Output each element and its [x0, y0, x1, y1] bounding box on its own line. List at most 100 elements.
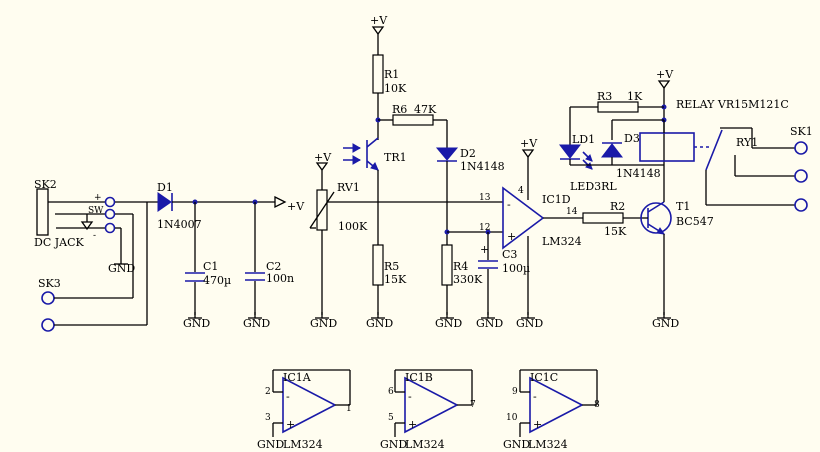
- resistor-r6: R6 47K: [378, 103, 448, 148]
- ld1-ref: LD1: [572, 133, 595, 146]
- d3-ref: D3: [624, 132, 640, 145]
- tr1-ref: TR1: [384, 151, 407, 164]
- rv1-value: 100K: [338, 220, 368, 233]
- gnd-label-t1: GND: [652, 317, 679, 330]
- ic1c-plus: +: [533, 418, 542, 431]
- d2-value: 1N4148: [460, 160, 505, 173]
- c3-plus: +: [480, 243, 489, 256]
- t1-value: BC547: [676, 215, 714, 228]
- ic1a-plus: +: [286, 418, 295, 431]
- capacitor-c1: C1 470µ GND: [183, 199, 231, 330]
- d1-ref: D1: [157, 181, 173, 194]
- gnd-label-ic1d: GND: [516, 317, 543, 330]
- ic1b-ref: IC1B: [405, 371, 433, 384]
- c1-ref: C1: [203, 260, 218, 273]
- r3-value: 1K: [627, 90, 643, 103]
- r3-ref: R3: [597, 90, 612, 103]
- ic1a-ref: IC1A: [283, 371, 312, 384]
- ic1c-gnd: GND: [503, 438, 530, 451]
- jack-minus-label: -: [93, 231, 96, 241]
- vcc-label-rv1: +V: [314, 151, 332, 164]
- c2-value: 100n: [266, 272, 294, 285]
- r4-ref: R4: [453, 260, 468, 273]
- d3-value: 1N4148: [616, 167, 661, 180]
- r4-value: 330K: [453, 273, 483, 286]
- opamp-ic1b: - + 6 5 7 IC1B GND LM324: [380, 369, 476, 451]
- relay-label: RELAY VR15M121C: [676, 98, 789, 111]
- led-indicator: +V R3 1K LD1 LED3RL D3 1N4148: [558, 68, 674, 193]
- sw-label: SW: [88, 206, 104, 216]
- ic1b-pin5: 5: [388, 413, 394, 423]
- relay-ry1: RELAY VR15M121C RY1: [639, 98, 795, 206]
- vcc-label-ic1d: +V: [520, 137, 538, 150]
- dc-jack-label: DC JACK: [34, 236, 85, 249]
- vcc-label-relay: +V: [656, 68, 674, 81]
- capacitor-c2: C2 100n GND: [243, 199, 294, 330]
- transistor-t1: T1 BC547 GND: [640, 165, 714, 330]
- connector-sk3: SK3: [38, 202, 148, 332]
- ic1c-pin9: 9: [512, 387, 518, 397]
- ic1c-pin10: 10: [506, 413, 518, 423]
- t1-ref: T1: [676, 200, 690, 213]
- gnd-label-jack: GND: [108, 262, 135, 275]
- gnd-label-c3: GND: [476, 317, 503, 330]
- ic1c-part: LM324: [528, 438, 568, 451]
- r6-value: 47K: [414, 103, 437, 116]
- r5-value: 15K: [384, 273, 407, 286]
- dc-jack-sk2: SK2 DC JACK SW + - GND: [34, 178, 135, 298]
- ic1d-pin13: 13: [479, 193, 491, 203]
- opamp-ic1a: - + 2 3 1 IC1A GND LM324: [257, 369, 352, 451]
- resistor-r4: R4 330K GND: [435, 229, 503, 330]
- jack-plus-label: +: [94, 193, 102, 203]
- resistor-r2: R2 15K: [582, 200, 643, 238]
- r1-value: 10K: [384, 82, 407, 95]
- sk2-label: SK2: [34, 178, 57, 191]
- ic1d-minus: -: [507, 198, 511, 211]
- gnd-label-r5: GND: [366, 317, 393, 330]
- sk3-label: SK3: [38, 277, 61, 290]
- vcc-label-rail: +V: [287, 200, 305, 213]
- gnd-label-c2: GND: [243, 317, 270, 330]
- ic1c-minus: -: [533, 390, 537, 403]
- capacitor-c3: + C3 100µ GND: [476, 229, 530, 330]
- r2-value: 15K: [604, 225, 627, 238]
- c3-value: 100µ: [502, 262, 530, 275]
- diode-d1: D1 1N4007 +V: [115, 181, 305, 231]
- r1-ref: R1: [384, 68, 399, 81]
- d1-value: 1N4007: [157, 218, 202, 231]
- opamp-ic1d: - + 13 12 14 4 +V GND IC1D LM324: [479, 137, 583, 330]
- rv1-ref: RV1: [337, 181, 360, 194]
- ic1c-ref: IC1C: [530, 371, 558, 384]
- ic1b-pin7: 7: [470, 400, 476, 410]
- gnd-label-rv1: GND: [310, 317, 337, 330]
- ry1-ref: RY1: [736, 136, 758, 149]
- sk1-label: SK1: [790, 125, 813, 138]
- ic1d-pin4: 4: [518, 186, 524, 196]
- d2-ref: D2: [460, 147, 476, 160]
- ic1d-part: LM324: [542, 235, 582, 248]
- ic1a-pin2: 2: [265, 387, 271, 397]
- ic1b-gnd: GND: [380, 438, 407, 451]
- r2-ref: R2: [610, 200, 625, 213]
- ic1d-plus: +: [507, 230, 516, 243]
- ic1b-pin6: 6: [388, 387, 394, 397]
- ic1b-part: LM324: [405, 438, 445, 451]
- ld1-value: LED3RL: [570, 180, 617, 193]
- ic1a-minus: -: [286, 390, 290, 403]
- connector-sk1: SK1: [790, 125, 813, 212]
- ic1b-plus: +: [408, 418, 417, 431]
- r6-ref: R6: [392, 103, 407, 116]
- vcc-label-r1: +V: [370, 14, 388, 27]
- c1-value: 470µ: [203, 274, 231, 287]
- resistor-r5: R5 15K GND: [366, 244, 407, 330]
- phototransistor-tr1: TR1: [343, 117, 407, 245]
- gnd-label-c1: GND: [183, 317, 210, 330]
- resistor-r1: +V R1 10K: [370, 14, 407, 140]
- gnd-label-r4: GND: [435, 317, 462, 330]
- ic1a-pin1: 1: [346, 404, 352, 414]
- opamp-ic1c: - + 9 10 8 IC1C GND LM324: [503, 369, 600, 451]
- ic1a-pin3: 3: [265, 413, 271, 423]
- ic1d-pin14: 14: [566, 207, 578, 217]
- c2-ref: C2: [266, 260, 281, 273]
